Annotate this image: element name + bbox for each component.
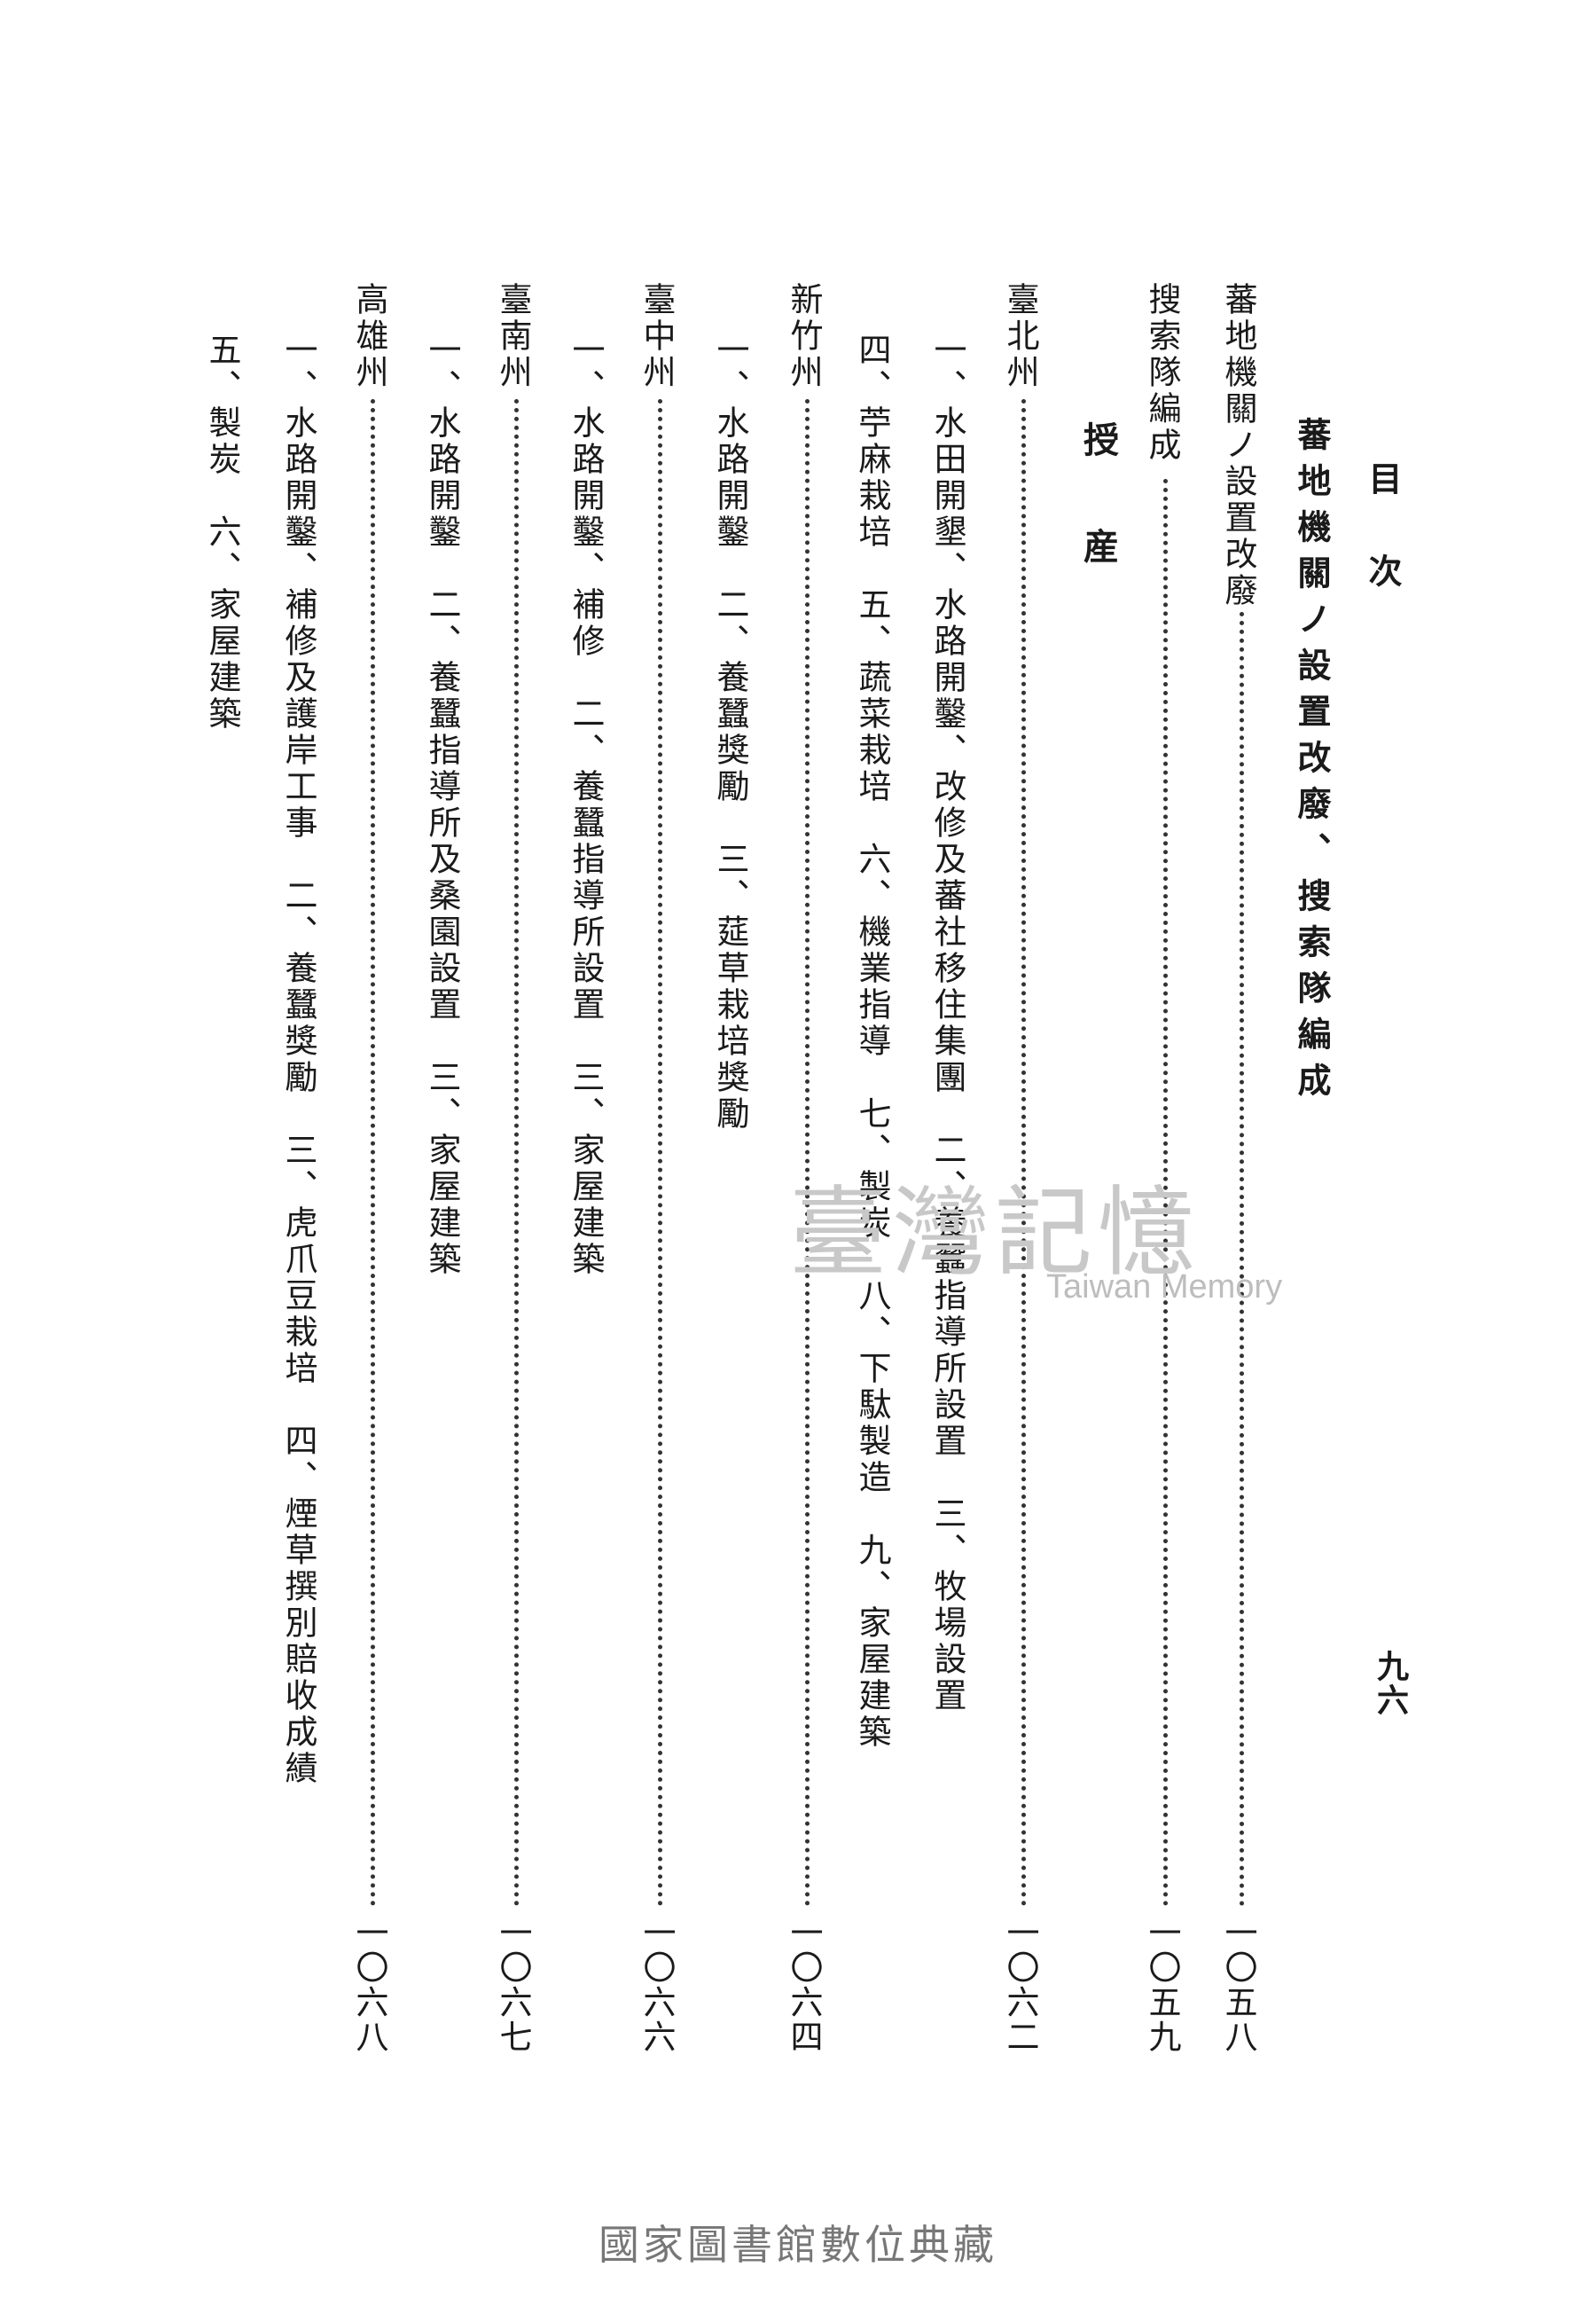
- leader-dots: [658, 399, 662, 1907]
- section-heading: 授 産: [1077, 421, 1119, 563]
- prefecture-subitems: 一、水路開鑿、補修及護岸工事 二、養蠶獎勵 三、虎爪豆栽培 四、煙草撰別賠收成績: [279, 333, 317, 1787]
- prefecture-page[interactable]: 一〇六四: [785, 1916, 823, 2054]
- prefecture-subitems: 一、水田開墾、水路開鑿、改修及蕃社移住集團 二、養蠶指導所設置 三、牧場設置: [928, 333, 966, 1714]
- prefecture-name[interactable]: 臺中州: [638, 282, 676, 391]
- toc-entry-title[interactable]: 蕃地機關ノ設置改廢: [1219, 282, 1257, 609]
- leader-dots: [371, 399, 375, 1907]
- watermark-text: 臺灣記憶: [789, 1176, 1201, 1290]
- toc-entry-title[interactable]: 搜索隊編成: [1143, 282, 1181, 464]
- leader-dots: [805, 399, 810, 1907]
- prefecture-name[interactable]: 臺北州: [1001, 282, 1039, 391]
- leader-dots: [1240, 612, 1244, 1907]
- chapter-title: 蕃地機關ノ設置改廢、搜索隊編成: [1292, 417, 1332, 1109]
- watermark-subtitle: Taiwan Memory: [1046, 1268, 1283, 1306]
- prefecture-subitems: 五、製炭 六、家屋建築: [203, 333, 241, 733]
- prefecture-name[interactable]: 高雄州: [350, 282, 388, 391]
- prefecture-page[interactable]: 一〇六七: [494, 1916, 532, 2054]
- library-footer: 國家圖書館數位典藏: [598, 2221, 998, 2269]
- prefecture-subitems: 一、水路開鑿 二、養蠶獎勵 三、莚草栽培獎勵: [711, 333, 749, 1133]
- prefecture-page[interactable]: 一〇六八: [350, 1916, 388, 2054]
- leader-dots: [1163, 479, 1168, 1907]
- leader-dots: [514, 399, 519, 1907]
- prefecture-name[interactable]: 新竹州: [785, 282, 823, 391]
- prefecture-subitems: 四、苧麻栽培 五、蔬菜栽培 六、機業指導 七、製炭 八、下駄製造 九、家屋建築: [853, 333, 891, 1751]
- prefecture-subitems: 一、水路開鑿 二、養蠶指導所及桑園設置 三、家屋建築: [423, 333, 461, 1278]
- prefecture-name[interactable]: 臺南州: [494, 282, 532, 391]
- toc-header-label: 目 次: [1363, 461, 1403, 600]
- page-number: 九六: [1372, 1650, 1409, 1717]
- prefecture-page[interactable]: 一〇六二: [1001, 1916, 1039, 2054]
- toc-entry-page[interactable]: 一〇五九: [1143, 1916, 1181, 2054]
- prefecture-subitems: 一、水路開鑿、補修 二、養蠶指導所設置 三、家屋建築: [567, 333, 605, 1278]
- leader-dots: [1021, 399, 1026, 1907]
- toc-entry-page[interactable]: 一〇五八: [1219, 1916, 1257, 2054]
- prefecture-page[interactable]: 一〇六六: [638, 1916, 676, 2054]
